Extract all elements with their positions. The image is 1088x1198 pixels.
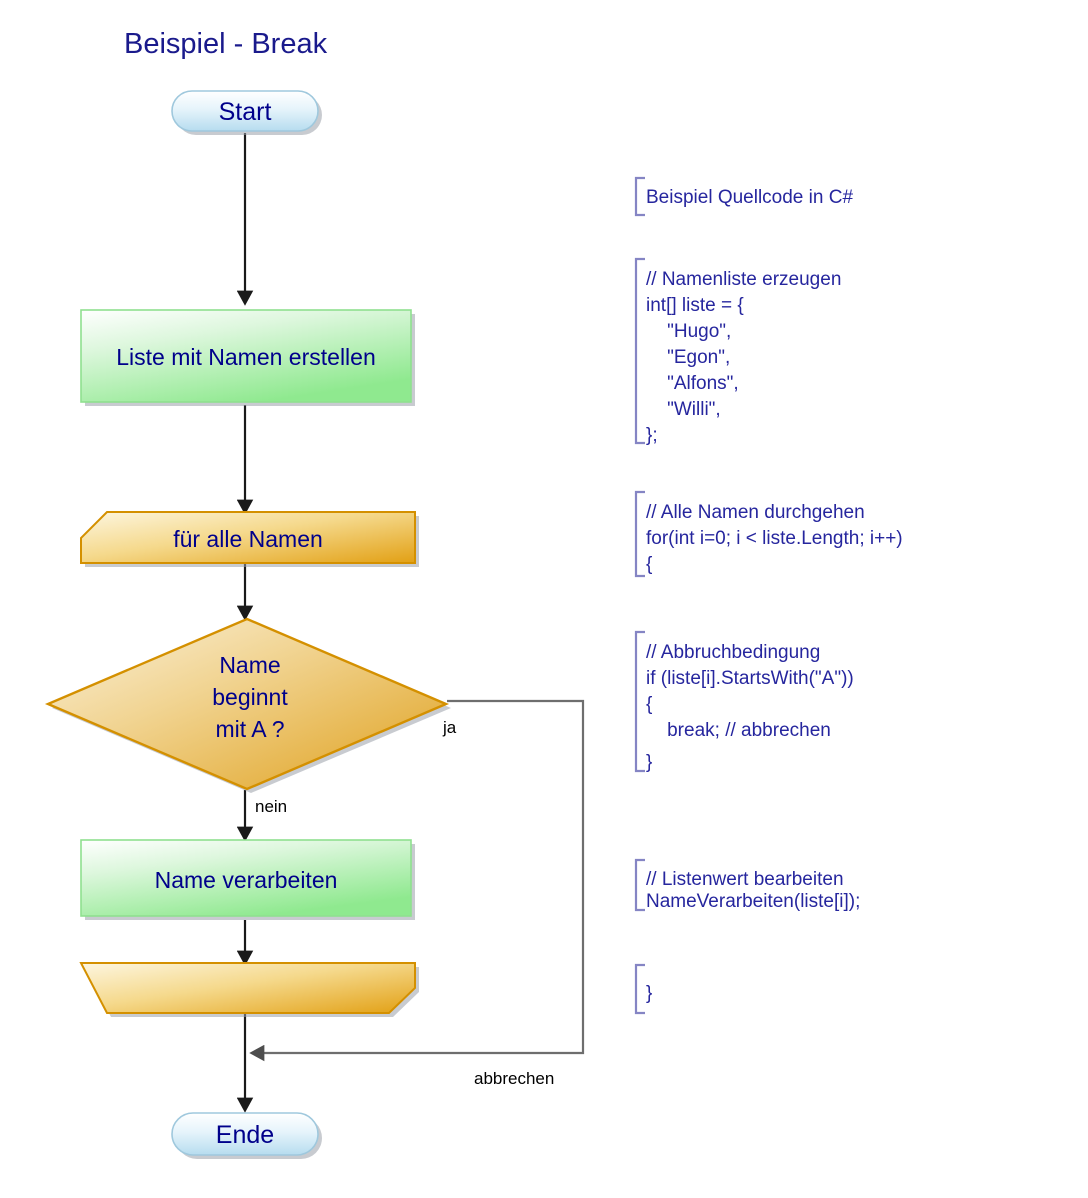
code-block-for: // Alle Namen durchgehen for(int i=0; i … [634,490,903,578]
loop-end-shape [79,962,416,1014]
page-title: Beispiel - Break [124,28,328,60]
code-liste-line-6: }; [646,425,658,446]
code-for-line-0: // Alle Namen durchgehen [646,502,865,523]
code-call-line-0: // Listenwert bearbeiten [646,869,844,890]
code-bracket-icon [634,490,645,578]
node-create-list[interactable]: Liste mit Namen erstellen [80,309,415,406]
code-call-line-1: NameVerarbeiten(liste[i]); [646,891,860,912]
code-bracket-icon [634,176,645,217]
decision-shape [44,617,450,791]
edge-label-abbrechen: abbrechen [474,1069,554,1088]
code-liste-line-4: "Alfons", [646,373,739,394]
code-block-intro: Beispiel Quellcode in C# [634,176,853,217]
code-block-if: // Abbruchbedingung if (liste[i].StartsW… [634,630,854,773]
node-start[interactable]: Start [171,90,322,135]
code-bracket-icon [634,963,645,1015]
node-loop-end[interactable] [79,962,419,1017]
node-decision-label-line1: Name [219,652,280,678]
node-decision-label-line2: beginnt [212,684,288,710]
node-loop-start-label: für alle Namen [173,526,323,552]
node-end[interactable]: Ende [171,1112,322,1159]
node-process-name-label: Name verarbeiten [155,867,338,893]
code-intro-line-0: Beispiel Quellcode in C# [646,187,853,208]
code-bracket-icon [634,630,645,773]
code-bracket-icon [634,257,645,445]
edge-label-ja: ja [442,718,457,737]
edge-label-nein: nein [255,797,287,816]
code-if-line-4: } [646,752,652,773]
code-liste-line-0: // Namenliste erzeugen [646,269,841,290]
end-shape [171,1112,319,1156]
create-list-shape [80,309,412,403]
code-if-line-1: if (liste[i].StartsWith("A")) [646,668,854,689]
code-liste-line-3: "Egon", [646,347,730,368]
code-for-line-2: { [646,554,653,575]
node-process-name[interactable]: Name verarbeiten [80,839,415,920]
process-name-shape [80,839,412,917]
code-if-line-2: { [646,694,653,715]
code-liste-line-1: int[] liste = { [646,295,744,316]
code-liste-line-2: "Hugo", [646,321,731,342]
code-liste-line-5: "Willi", [646,399,721,420]
node-create-list-label: Liste mit Namen erstellen [116,344,376,370]
connector-decision-ja-break [249,699,585,1062]
code-for-line-1: for(int i=0; i < liste.Length; i++) [646,528,903,549]
node-start-label: Start [219,98,272,126]
code-bracket-icon [634,858,645,912]
code-if-line-0: // Abbruchbedingung [646,642,820,663]
code-block-liste: // Namenliste erzeugen int[] liste = { "… [634,257,841,446]
node-end-label: Ende [216,1121,274,1149]
node-decision[interactable]: Name beginnt mit A ? [44,617,451,793]
code-block-call: // Listenwert bearbeiten NameVerarbeiten… [634,858,860,912]
code-if-line-3: break; // abbrechen [646,720,831,741]
loop-start-shape [80,511,416,564]
node-decision-label-line3: mit A ? [215,716,284,742]
code-close-line-0: } [646,983,652,1004]
start-shape [171,90,319,132]
node-loop-start[interactable]: für alle Namen [80,511,419,567]
code-block-close: } [634,963,652,1015]
